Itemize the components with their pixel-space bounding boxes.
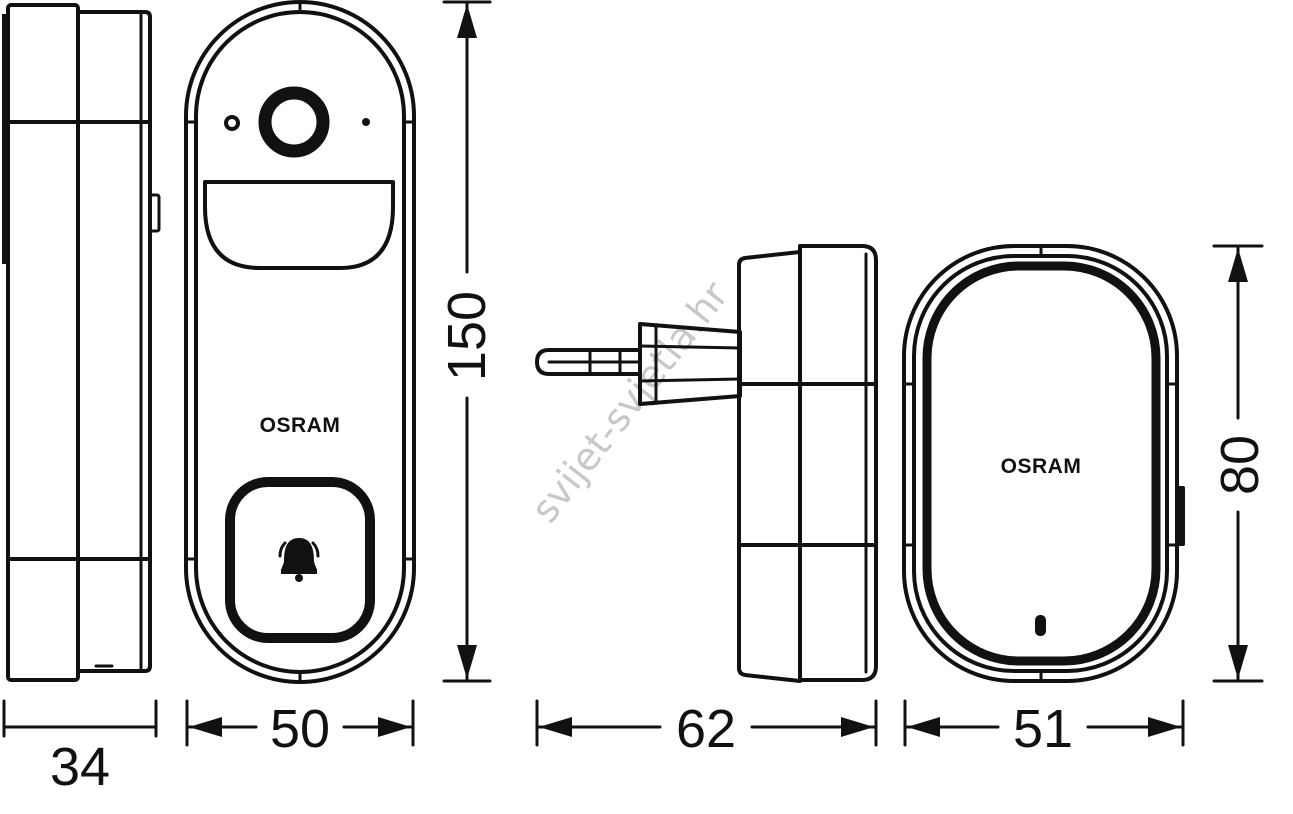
dimension-label-80: 80: [1210, 435, 1270, 495]
dimension-doorbell-depth: 34: [2, 699, 158, 797]
doorbell-button: [225, 477, 375, 643]
doorbell-front-view: OSRAM: [184, 0, 416, 684]
dimension-chime-depth: 62: [535, 699, 878, 759]
chime-brand-logo: OSRAM: [1001, 455, 1082, 478]
dimension-chime-height: 80: [1210, 244, 1270, 683]
dimension-label-50: 50: [270, 699, 330, 759]
dimension-label-51: 51: [1013, 699, 1073, 759]
watermark-text: svijet-svjetla.hr: [522, 273, 737, 531]
doorbell-side-view: [2, 3, 161, 682]
doorbell-brand-logo: OSRAM: [260, 414, 341, 437]
chime-side-button: [1177, 486, 1185, 546]
chime-side-view: [535, 244, 878, 683]
chime-front-view: OSRAM: [902, 244, 1185, 683]
dimension-doorbell-height: 150: [437, 0, 497, 683]
dimension-label-62: 62: [676, 699, 736, 759]
dimension-doorbell-width: 50: [185, 699, 415, 759]
dimension-label-34: 34: [50, 737, 110, 797]
dimension-label-150: 150: [437, 291, 497, 381]
chime-led-indicator: [1035, 615, 1046, 636]
camera-lens-icon: [258, 86, 330, 158]
bell-icon: [278, 538, 320, 582]
dimension-chime-width: 51: [903, 699, 1185, 759]
